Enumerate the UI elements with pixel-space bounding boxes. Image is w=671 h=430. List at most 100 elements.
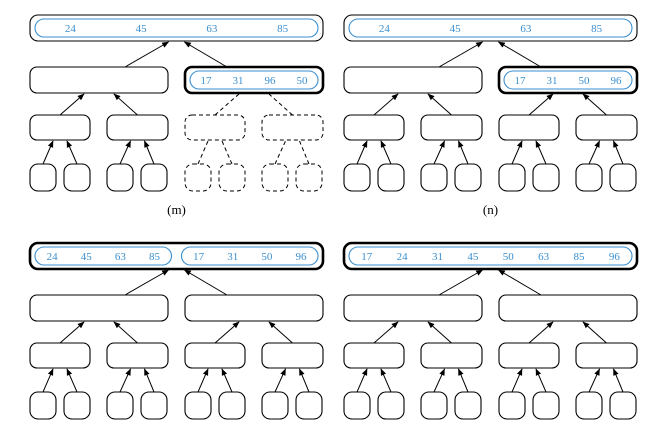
root-node (342, 241, 639, 271)
value-group-root.groups-0 (34, 18, 319, 38)
leaf-node (184, 391, 212, 420)
edge-leaf-to-node (42, 368, 54, 393)
internal-node (29, 66, 169, 94)
edge-node-to-node (59, 93, 85, 116)
edge-node-to-node (113, 321, 138, 344)
internal-node (106, 114, 169, 141)
leaf-node (29, 391, 57, 420)
edge-leaf-to-node (433, 140, 445, 165)
leaf-node (454, 391, 482, 420)
leaf-node (343, 163, 371, 192)
value-label: 31 (233, 75, 244, 87)
value-group-root.groups-1 (180, 246, 319, 266)
edge-leaf-to-node (119, 140, 131, 165)
leaf-node (106, 391, 134, 420)
edge-node-to-node (59, 321, 85, 344)
edge-leaf-to-node (356, 368, 368, 393)
internal-node (498, 294, 638, 322)
edge-node-to-node (528, 93, 554, 116)
value-label: 50 (503, 251, 515, 263)
edge-leaf-to-node (356, 140, 368, 165)
leaf-node (454, 163, 482, 192)
internal-node (183, 65, 325, 95)
value-label: 17 (361, 251, 373, 263)
edge-leaf-to-node (535, 140, 547, 165)
internal-node (343, 114, 405, 141)
value-label: 24 (397, 251, 409, 263)
edge-leaf-to-node (144, 368, 155, 393)
edge-node-to-node (373, 93, 399, 116)
value-group-level1.1.groups-0 (189, 70, 319, 90)
value-label: 50 (261, 251, 273, 263)
edge-leaf-to-node (588, 368, 600, 393)
value-label: 96 (295, 251, 307, 263)
edge-leaf-to-node (458, 140, 469, 165)
edge-leaf-to-node (511, 368, 523, 393)
value-label: 31 (227, 251, 238, 263)
edge-leaf-to-node (613, 368, 624, 393)
leaf-node (575, 391, 603, 420)
edge-node-to-node (268, 321, 293, 344)
leaf-node (575, 163, 603, 192)
value-label: 31 (547, 75, 558, 87)
internal-node (261, 342, 324, 369)
value-label: 45 (450, 23, 462, 35)
edge-node-to-root (438, 41, 484, 68)
internal-node (498, 342, 560, 369)
internal-node (343, 66, 483, 94)
value-label: 85 (591, 23, 603, 35)
panel-caption: (m) (167, 202, 186, 217)
leaf-node (63, 391, 91, 420)
edge-node-to-node (214, 93, 240, 116)
leaf-node (532, 391, 560, 420)
edge-node-to-root (497, 269, 542, 296)
internal-node (184, 294, 324, 322)
value-label: 24 (379, 23, 391, 35)
internal-node (420, 114, 483, 141)
leaf-node (609, 163, 637, 192)
value-label: 24 (47, 251, 59, 263)
edge-node-to-node (582, 93, 607, 116)
edge-leaf-to-node (42, 140, 54, 165)
root-node (343, 14, 638, 42)
value-label: 17 (515, 75, 527, 87)
internal-node (343, 294, 483, 322)
internal-node (497, 65, 639, 95)
leaf-node (420, 391, 448, 420)
leaf-node (218, 391, 246, 420)
edge-leaf-to-node (380, 140, 392, 165)
edge-leaf-to-node (535, 368, 547, 393)
value-group-root.groups-0 (348, 246, 633, 266)
edge-node-to-root (183, 269, 228, 296)
value-label: 31 (432, 251, 443, 263)
value-label: 63 (538, 251, 550, 263)
value-label: 63 (115, 251, 127, 263)
value-label: 50 (297, 75, 309, 87)
value-label: 85 (149, 251, 161, 263)
edge-leaf-to-node (274, 368, 286, 393)
internal-node (575, 114, 638, 141)
value-label: 24 (65, 23, 77, 35)
internal-node (29, 114, 91, 141)
internal-node (498, 114, 560, 141)
value-label: 17 (193, 251, 205, 263)
value-label: 45 (136, 23, 148, 35)
edge-node-to-root (183, 41, 228, 68)
value-label: 63 (206, 23, 218, 35)
leaf-node (295, 163, 323, 192)
leaf-node (532, 163, 560, 192)
edge-leaf-to-node (433, 368, 445, 393)
edge-node-to-node (373, 321, 399, 344)
edge-leaf-to-node (299, 368, 310, 393)
panel-caption: (n) (483, 202, 498, 217)
edge-leaf-to-node (380, 368, 392, 393)
edge-leaf-to-node (221, 368, 233, 393)
edge-leaf-to-node (119, 368, 131, 393)
internal-node (575, 342, 638, 369)
edge-leaf-to-node (299, 140, 310, 165)
edge-node-to-node (528, 321, 554, 344)
